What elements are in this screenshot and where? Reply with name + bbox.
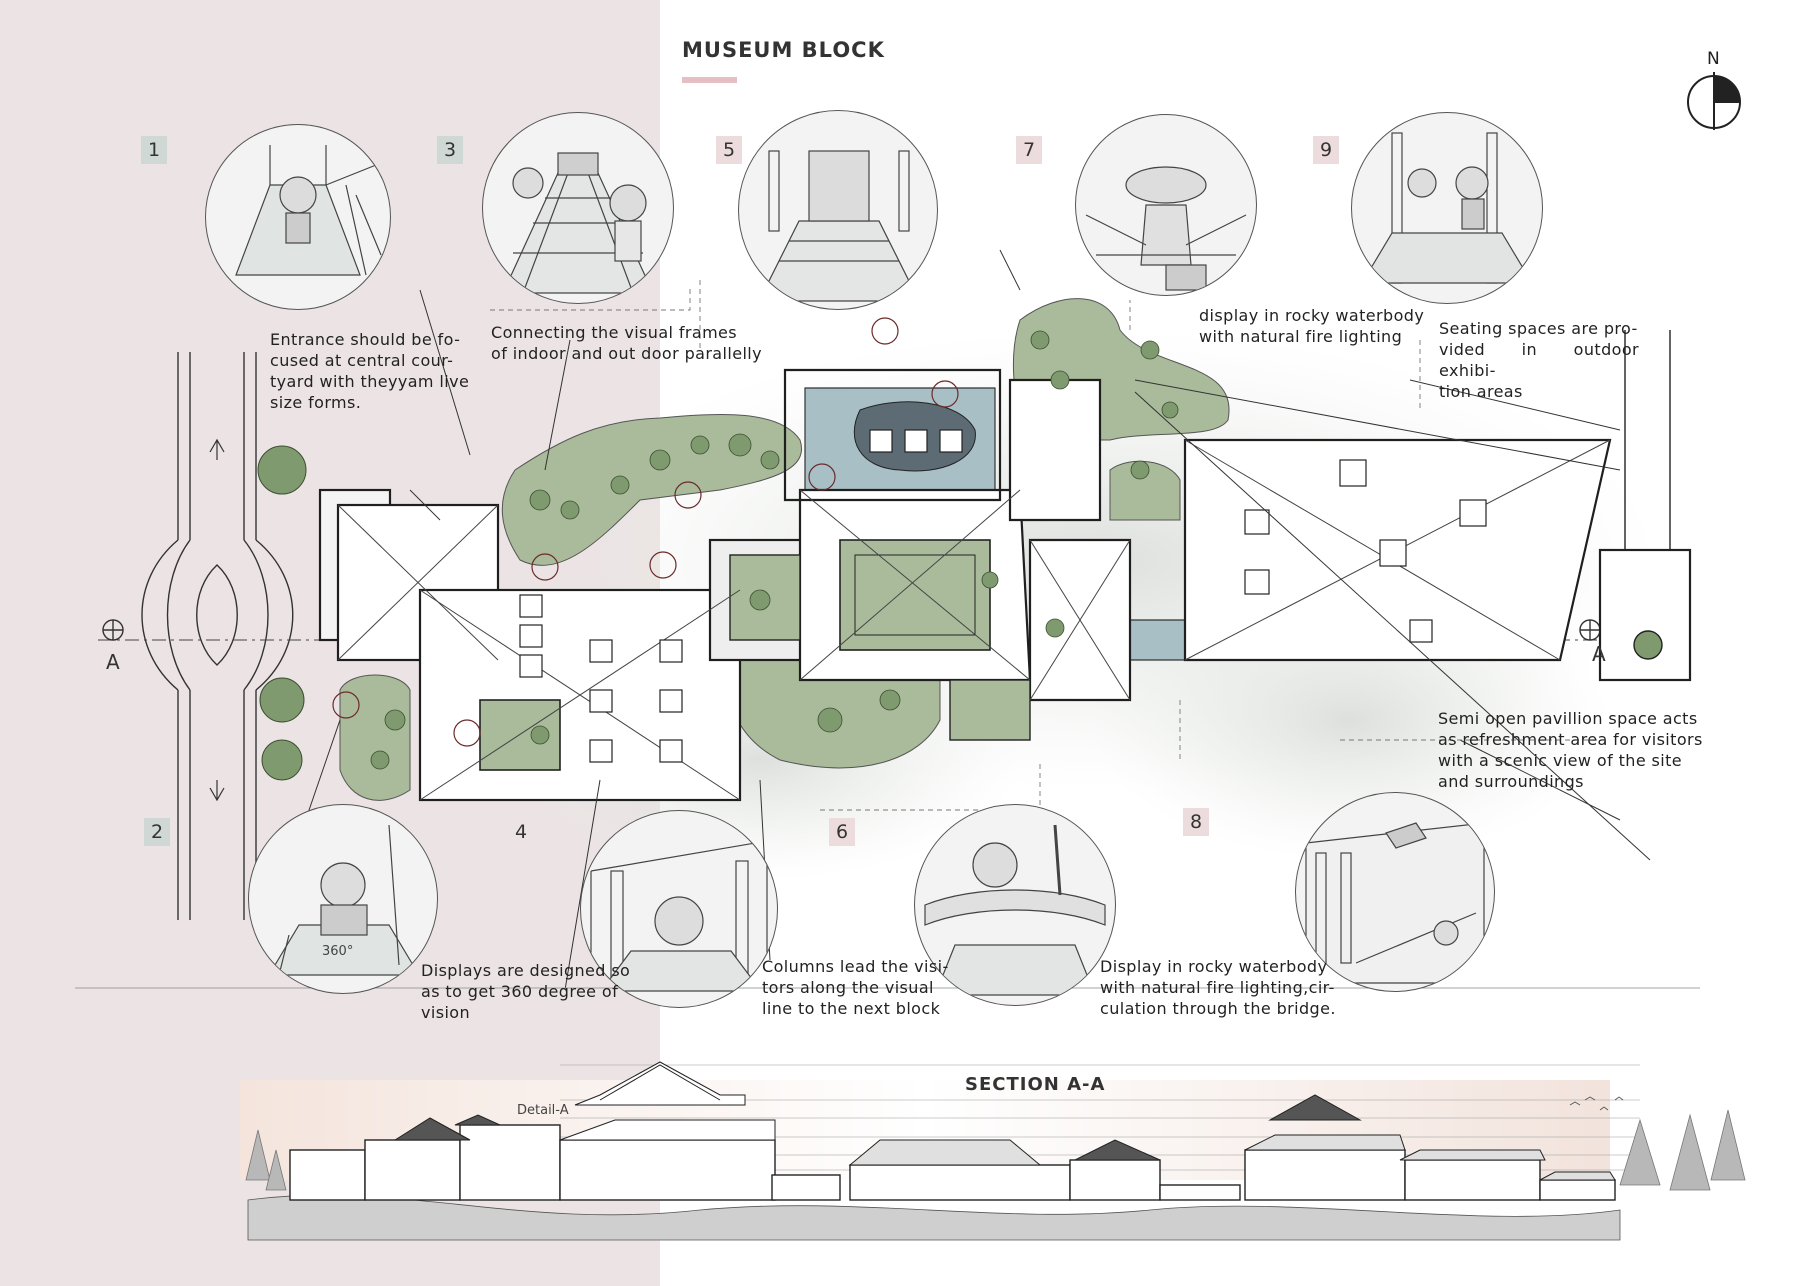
section-ground (247, 1194, 1621, 1241)
caption-line: tyard with theyyam live (270, 372, 470, 391)
view-1-sketch (205, 124, 391, 310)
courtyard-small (729, 554, 1031, 741)
section-roofs (393, 1061, 1616, 1181)
caption-view-1: Entrance should be fo- cused at central … (270, 329, 493, 413)
view-3-sketch (482, 112, 674, 304)
north-arrow-icon (1687, 72, 1741, 130)
caption-view-4: Columns lead the visi- tors along the vi… (762, 956, 962, 1019)
caption-line: vided in outdoor exhibi- (1439, 340, 1639, 380)
caption-line: Entrance should be fo- (270, 330, 461, 349)
caption-line: tion areas (1439, 382, 1523, 401)
note-360: 360° (322, 944, 354, 959)
view-number-5: 5 (716, 136, 742, 164)
view-6-sketch (914, 804, 1116, 1006)
view-number-1: 1 (141, 136, 167, 164)
view-9-sketch (1351, 112, 1543, 304)
caption-view-9: Seating spaces are pro- vided in outdoor… (1439, 318, 1639, 402)
view-number-6: 6 (829, 818, 855, 846)
view-marker-circles (332, 317, 959, 747)
section-title: SECTION A-A (965, 1074, 1106, 1095)
view-number-9: 9 (1313, 136, 1339, 164)
caption-line: vision (421, 1003, 471, 1022)
caption-view-2: Displays are designed so as to get 360 d… (421, 960, 636, 1023)
entrance-road (141, 352, 294, 920)
caption-line: with natural fire lighting (1199, 327, 1403, 346)
caption-line: Seating spaces are pro- (1439, 319, 1638, 338)
view-number-2: 2 (144, 818, 170, 846)
caption-line: Displays are designed so (421, 961, 631, 980)
north-label: N (1707, 49, 1720, 69)
section-marker-left (102, 619, 124, 641)
trees-left (257, 445, 307, 781)
plan-trees (370, 330, 1179, 770)
section-axis-label-right: A (1592, 642, 1606, 666)
caption-view-7: display in rocky waterbody with natural … (1199, 305, 1434, 347)
caption-line: tors along the visual (762, 978, 934, 997)
caption-line: with natural fire lighting,cir- (1100, 978, 1335, 997)
caption-line: culation through the bridge. (1100, 999, 1336, 1018)
section-marker-right (1579, 619, 1601, 641)
caption-line: with a scenic view of the site (1438, 751, 1683, 770)
view-5-sketch (738, 110, 938, 310)
caption-line: cused at central cour- (270, 351, 454, 370)
caption-line: as refreshment area for visitors (1438, 730, 1703, 749)
caption-line: display in rocky waterbody (1199, 306, 1425, 325)
caption-view-3: Connecting the visual frames of indoor a… (491, 322, 781, 364)
view-number-8: 8 (1183, 808, 1209, 836)
caption-line: and surroundings (1438, 772, 1584, 791)
pavilion-path (1599, 330, 1691, 681)
section-drawing (240, 1061, 1746, 1241)
caption-line: Semi open pavillion space acts (1438, 709, 1698, 728)
view-2-sketch (248, 804, 438, 994)
caption-view-6: Display in rocky waterbody with natural … (1100, 956, 1350, 1019)
detail-a-label: Detail-A (517, 1103, 569, 1118)
caption-line: as to get 360 degree of (421, 982, 619, 1001)
view-number-3: 3 (437, 136, 463, 164)
caption-line: Display in rocky waterbody (1100, 957, 1328, 976)
caption-line: of indoor and out door parallelly (491, 344, 763, 363)
central-courtyard (839, 539, 991, 651)
section-axis-label-left: A (106, 650, 120, 674)
view-number-7: 7 (1016, 136, 1042, 164)
section-trees (245, 1109, 1746, 1191)
caption-line: line to the next block (762, 999, 941, 1018)
sheet-title: MUSEUM BLOCK (682, 38, 885, 62)
view-7-sketch (1075, 114, 1257, 296)
section-buildings (289, 1124, 1616, 1201)
title-accent-bar (682, 77, 737, 83)
view-number-4: 4 (514, 821, 528, 843)
caption-line: Columns lead the visi- (762, 957, 949, 976)
caption-line: Connecting the visual frames (491, 323, 738, 342)
caption-line: size forms. (270, 393, 362, 412)
section-birds (1569, 1096, 1624, 1111)
caption-pavilion: Semi open pavillion space acts as refres… (1438, 708, 1703, 792)
guide-dashes (490, 280, 1600, 811)
view-8-sketch (1295, 792, 1495, 992)
display-cases (519, 429, 1487, 763)
roof-lines (337, 439, 1611, 801)
